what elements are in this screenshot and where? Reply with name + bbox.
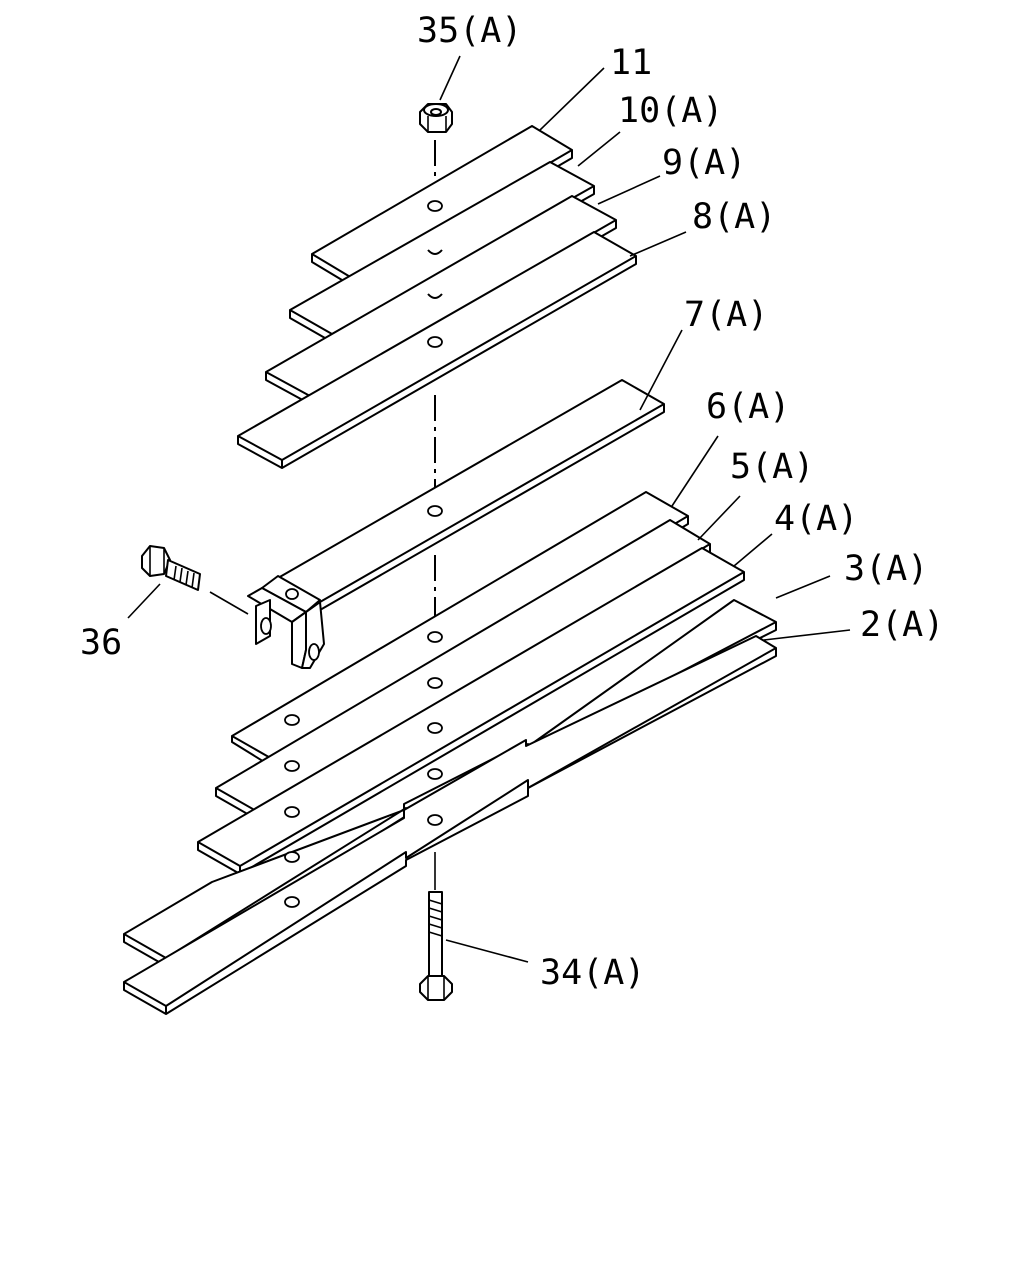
bolt-hole <box>427 336 443 348</box>
callout-5: 5(A) <box>730 447 814 487</box>
callout-36: 36 <box>80 623 122 663</box>
callout-11: 11 <box>610 43 652 83</box>
bolt-36-axis <box>209 591 249 615</box>
leaf-8 <box>237 231 637 469</box>
callout-3: 3(A) <box>844 549 928 589</box>
callout-8: 8(A) <box>692 197 776 237</box>
bolt-hole <box>427 505 443 517</box>
clip-hole <box>284 851 300 863</box>
leaf-6 <box>231 491 689 769</box>
bolt-hole <box>427 631 443 643</box>
hidden-hole <box>427 249 443 255</box>
clip-hole <box>284 760 300 772</box>
callout-6: 6(A) <box>706 387 790 427</box>
leader-lines <box>127 55 851 963</box>
nut-35 <box>419 103 453 133</box>
callout-7: 7(A) <box>684 295 768 335</box>
bolt-hole <box>427 677 443 689</box>
callout-35: 35(A) <box>417 11 522 51</box>
hidden-hole <box>427 293 443 299</box>
clip-hole <box>284 714 300 726</box>
callout-2: 2(A) <box>860 605 944 645</box>
callout-9: 9(A) <box>662 143 746 183</box>
leaf-2 <box>123 635 777 1015</box>
center-bolt-34 <box>419 891 453 1001</box>
callout-34: 34(A) <box>540 953 645 993</box>
leaf-5 <box>215 519 711 821</box>
clip-hole <box>284 806 300 818</box>
callout-10: 10(A) <box>618 91 723 131</box>
clip-hole <box>284 896 300 908</box>
rebound-clip-bracket <box>247 575 325 669</box>
bolt-hole <box>427 200 443 212</box>
bolt-hole <box>427 768 443 780</box>
bolt-hole <box>427 814 443 826</box>
bolt-hole <box>427 722 443 734</box>
callout-4: 4(A) <box>774 499 858 539</box>
bolt-36 <box>141 545 201 591</box>
